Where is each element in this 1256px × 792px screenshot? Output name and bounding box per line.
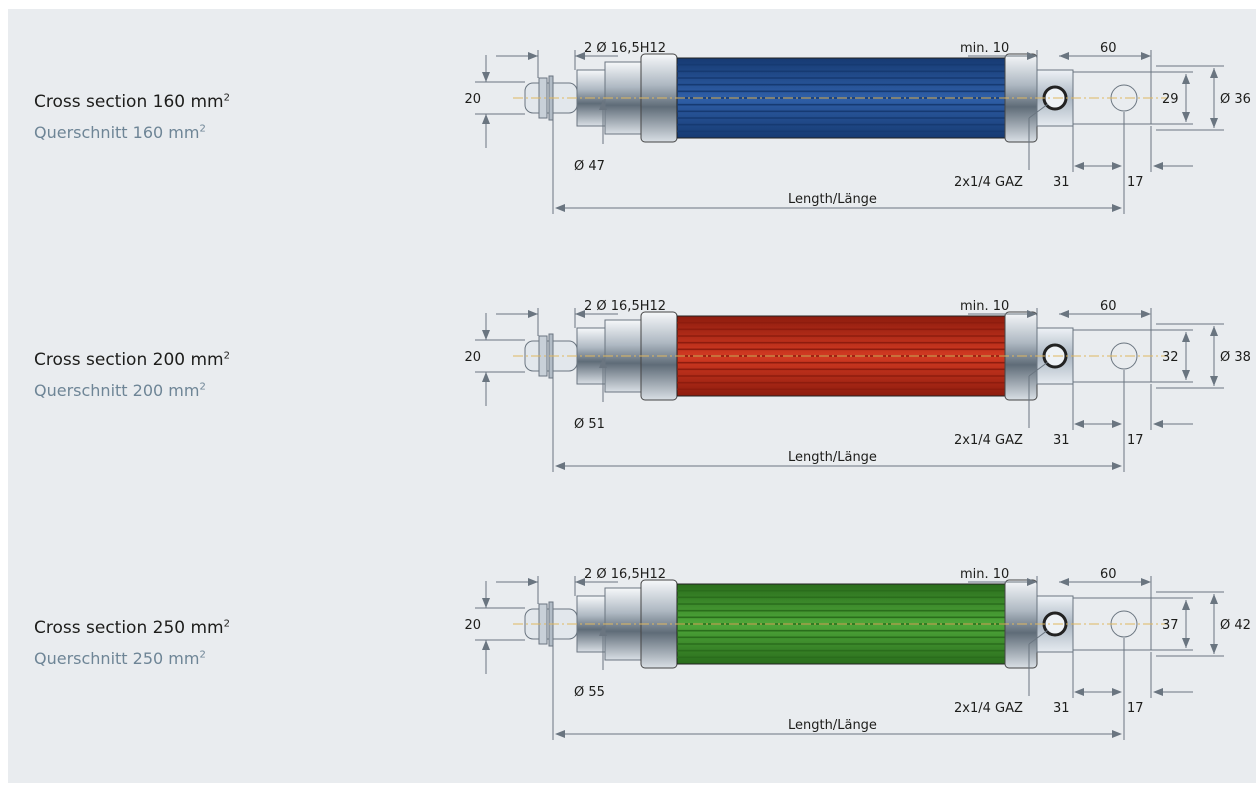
dimension-arrows [482,52,1218,212]
variant-row-1: Cross section 160 mm2 Querschnitt 160 mm… [8,0,1256,240]
cross-section-title: Cross section 160 mm2 [34,92,230,112]
hole-offset-dimension: 31 [1053,175,1070,190]
eye-length-dimension: 60 [1100,299,1117,314]
dimension-lines [475,576,1224,740]
dimension-arrows [482,310,1218,470]
hole-end-dimension: 17 [1127,701,1144,716]
collar-diameter-dimension: Ø 55 [574,685,605,700]
variant-row-3: Cross section 250 mm2 Querschnitt 250 mm… [8,526,1256,766]
min-dimension: min. 10 [960,567,1009,582]
eye-length-dimension: 60 [1100,41,1117,56]
thread-dimension: 2x1/4 GAZ [954,433,1023,448]
busbar-drawing: 2 Ø 16,5H12 min. 10 60 20 Ø 55 2x1/4 GAZ… [464,567,1251,740]
thread-dimension: 2x1/4 GAZ [954,175,1023,190]
total-length-dimension: Length/Länge [788,718,877,733]
collar-diameter-dimension: Ø 51 [574,417,605,432]
eye-diameter-dimension: Ø 36 [1220,92,1251,107]
cross-section-title: Cross section 250 mm2 [34,618,230,638]
cross-section-subtitle: Querschnitt 160 mm2 [34,123,206,142]
busbar-drawing: 2 Ø 16,5H12 min. 10 60 20 Ø 51 2x1/4 GAZ… [464,299,1251,472]
thread-dimension: 2x1/4 GAZ [954,701,1023,716]
hole-offset-dimension: 31 [1053,701,1070,716]
eye-diameter-dimension: Ø 38 [1220,350,1251,365]
stud-width-dimension: 20 [464,350,481,365]
cross-section-subtitle: Querschnitt 250 mm2 [34,649,206,668]
total-length-dimension: Length/Länge [788,450,877,465]
cross-section-title: Cross section 200 mm2 [34,350,230,370]
hole-end-dimension: 17 [1127,433,1144,448]
total-length-dimension: Length/Länge [788,192,877,207]
cross-section-subtitle: Querschnitt 200 mm2 [34,381,206,400]
hole-end-dimension: 17 [1127,175,1144,190]
bore-dimension: 2 Ø 16,5H12 [584,299,666,314]
busbar-drawing: 2 Ø 16,5H12 min. 10 60 20 Ø 47 2x1/4 GAZ… [464,41,1251,214]
eye-length-dimension: 60 [1100,567,1117,582]
min-dimension: min. 10 [960,299,1009,314]
eye-width-dimension: 29 [1162,92,1179,107]
min-dimension: min. 10 [960,41,1009,56]
bore-dimension: 2 Ø 16,5H12 [584,567,666,582]
bore-dimension: 2 Ø 16,5H12 [584,41,666,56]
dimension-arrows [482,578,1218,738]
dimension-lines [475,308,1224,472]
variant-row-2: Cross section 200 mm2 Querschnitt 200 mm… [8,258,1256,498]
stud-width-dimension: 20 [464,618,481,633]
eye-width-dimension: 32 [1162,350,1179,365]
eye-width-dimension: 37 [1162,618,1179,633]
collar-diameter-dimension: Ø 47 [574,159,605,174]
eye-diameter-dimension: Ø 42 [1220,618,1251,633]
stud-width-dimension: 20 [464,92,481,107]
hole-offset-dimension: 31 [1053,433,1070,448]
